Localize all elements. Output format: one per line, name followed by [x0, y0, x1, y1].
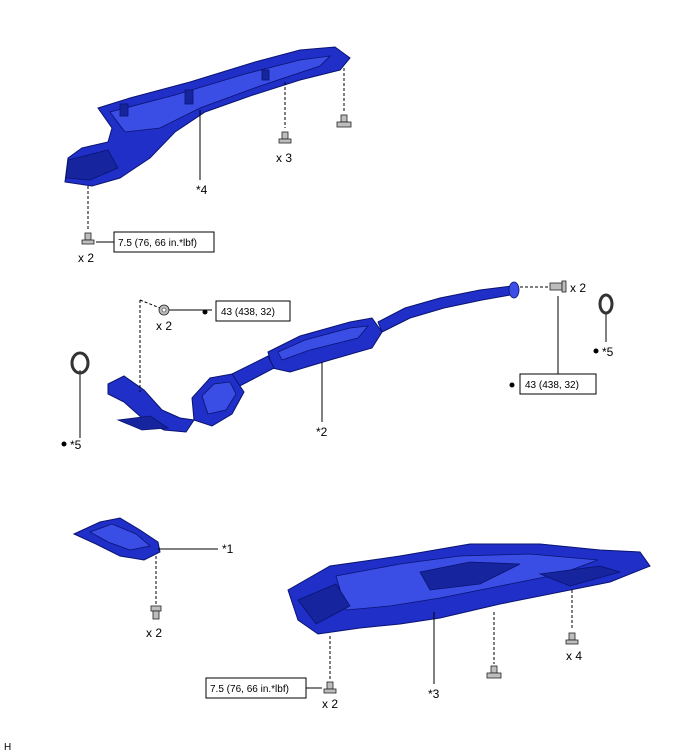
- small-cover-part-1: [72, 517, 161, 561]
- qty-rear-nuts: x 2: [570, 281, 586, 295]
- heat-insulator-part-4: [64, 46, 351, 187]
- bolt-icon: [81, 232, 95, 245]
- torque-rear-flange: 43 (438, 32): [525, 380, 579, 391]
- torque-box-front: [215, 300, 291, 322]
- qty-floor-cover-left-bolts: x 2: [322, 697, 338, 711]
- bolt-icon: [565, 632, 579, 645]
- floor-cover-part-3: [287, 543, 651, 635]
- bullet-dot: [61, 441, 67, 447]
- bolt-icon: [150, 605, 162, 620]
- torque-heatshield: 7.5 (76, 66 in.*lbf): [118, 238, 197, 249]
- qty-small-cover-bolts: x 2: [146, 626, 162, 640]
- exhaust-pipe-part-2: [107, 281, 520, 433]
- bolt-icon: [278, 131, 292, 144]
- bolt-icon: [486, 665, 502, 679]
- callout-part-3: *3: [428, 687, 440, 701]
- qty-floor-cover-right-bolts: x 4: [566, 649, 582, 663]
- callout-part-5-right: *5: [602, 345, 614, 359]
- callout-part-5-left: *5: [70, 438, 82, 452]
- qty-left-bolts: x 2: [78, 251, 94, 265]
- torque-box-rear: [519, 373, 597, 395]
- torque-floor-cover: 7.5 (76, 66 in.*lbf): [210, 684, 289, 695]
- qty-top-bolts: x 3: [276, 151, 292, 165]
- gasket-right-part-5: [598, 293, 614, 315]
- bolt-icon: [549, 280, 567, 293]
- nut-icon: [158, 304, 170, 316]
- callout-part-2: *2: [316, 425, 328, 439]
- bullet-dot: [593, 348, 599, 354]
- bolt-icon: [323, 681, 337, 694]
- gasket-left-part-5: [70, 351, 90, 375]
- callout-part-1: *1: [222, 542, 234, 556]
- qty-front-nuts: x 2: [156, 319, 172, 333]
- torque-front-flange: 43 (438, 32): [221, 307, 275, 318]
- bolt-icon: [336, 114, 352, 128]
- torque-box-floor-cover: [205, 677, 307, 699]
- corner-mark: H: [4, 742, 11, 753]
- callout-part-4: *4: [196, 183, 208, 197]
- bullet-dot: [509, 382, 515, 388]
- bullet-dot: [202, 309, 208, 315]
- torque-box-heatshield: [113, 231, 215, 253]
